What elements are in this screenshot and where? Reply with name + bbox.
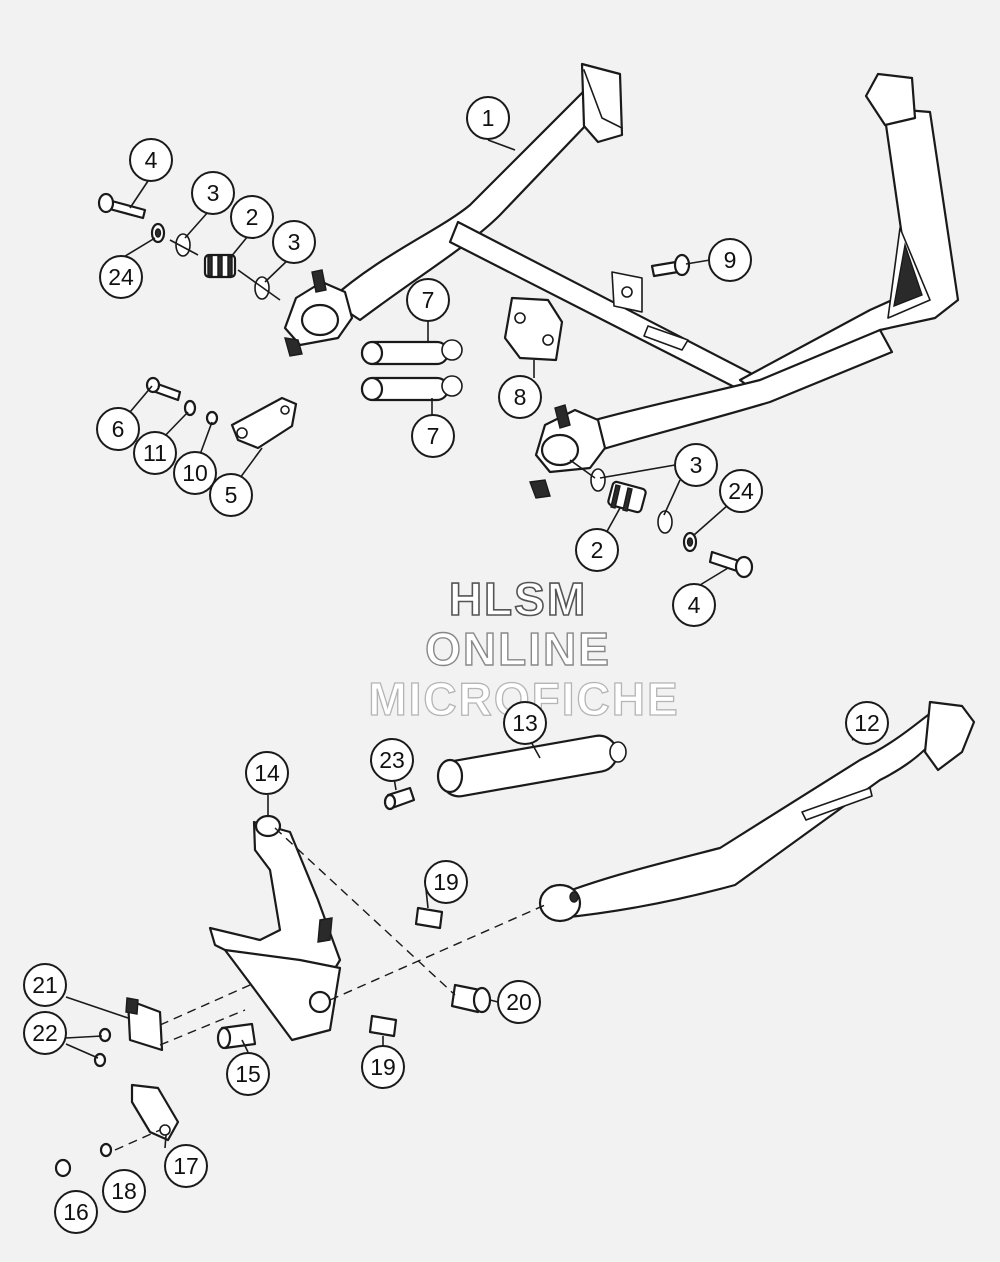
svg-text:2: 2 xyxy=(246,204,259,230)
svg-text:10: 10 xyxy=(182,460,208,486)
bolt-nine xyxy=(650,253,691,278)
right-pivot-hardware xyxy=(569,459,754,579)
callout-22: 22 xyxy=(23,1011,67,1055)
svg-text:3: 3 xyxy=(207,180,220,206)
svg-text:13: 13 xyxy=(512,710,538,736)
callout-1: 1 xyxy=(466,96,510,140)
side-stand-mount xyxy=(208,814,342,1042)
callout-19: 19 xyxy=(424,860,468,904)
svg-text:16: 16 xyxy=(63,1199,89,1225)
side-stand-leg xyxy=(538,700,976,923)
svg-text:22: 22 xyxy=(32,1020,58,1046)
lower-hardware xyxy=(54,906,492,1178)
callout-3: 3 xyxy=(191,171,235,215)
springs-pair xyxy=(360,339,463,402)
svg-text:4: 4 xyxy=(145,147,158,173)
svg-text:7: 7 xyxy=(427,423,440,449)
callout-10: 10 xyxy=(173,451,217,495)
callout-4: 4 xyxy=(129,138,173,182)
sensor-bracket-group xyxy=(145,376,298,450)
svg-text:24: 24 xyxy=(728,478,754,504)
callout-4: 4 xyxy=(672,583,716,627)
side-stand-spring xyxy=(436,734,627,798)
callout-11: 11 xyxy=(133,431,177,475)
callout-2: 2 xyxy=(575,528,619,572)
svg-text:12: 12 xyxy=(854,710,880,736)
callout-13: 13 xyxy=(503,701,547,745)
callout-24: 24 xyxy=(99,255,143,299)
callouts: 1 4 3 2 3 24 9 7 8 7 6 11 10 5 3 24 2 4 … xyxy=(23,96,889,1234)
svg-text:7: 7 xyxy=(422,287,435,313)
callout-17: 17 xyxy=(164,1144,208,1188)
svg-text:20: 20 xyxy=(506,989,532,1015)
callout-18: 18 xyxy=(102,1169,146,1213)
callout-9: 9 xyxy=(708,238,752,282)
watermark-line-1: HLSM xyxy=(449,573,587,625)
callout-14: 14 xyxy=(245,751,289,795)
svg-text:8: 8 xyxy=(514,384,527,410)
callout-21: 21 xyxy=(23,963,67,1007)
svg-text:9: 9 xyxy=(724,247,737,273)
callout-6: 6 xyxy=(96,407,140,451)
callout-3: 3 xyxy=(272,220,316,264)
callout-7: 7 xyxy=(411,414,455,458)
svg-text:5: 5 xyxy=(225,482,238,508)
svg-text:24: 24 xyxy=(108,264,134,290)
assembly-lines xyxy=(114,827,546,1151)
svg-text:14: 14 xyxy=(254,760,280,786)
callout-24: 24 xyxy=(719,469,763,513)
bracket-plate xyxy=(503,296,564,362)
svg-text:3: 3 xyxy=(288,229,301,255)
watermark-line-2: ONLINE xyxy=(425,623,611,675)
stud-twenty-three xyxy=(383,786,416,811)
callout-15: 15 xyxy=(226,1052,270,1096)
svg-text:4: 4 xyxy=(688,592,701,618)
svg-text:15: 15 xyxy=(235,1061,261,1087)
callout-16: 16 xyxy=(54,1190,98,1234)
callout-8: 8 xyxy=(498,375,542,419)
svg-text:19: 19 xyxy=(370,1054,396,1080)
svg-text:11: 11 xyxy=(143,440,167,466)
svg-text:23: 23 xyxy=(379,747,405,773)
svg-text:6: 6 xyxy=(112,416,125,442)
callout-2: 2 xyxy=(230,195,274,239)
callout-20: 20 xyxy=(497,980,541,1024)
svg-text:2: 2 xyxy=(591,537,604,563)
callout-5: 5 xyxy=(209,473,253,517)
callout-7: 7 xyxy=(406,278,450,322)
svg-text:17: 17 xyxy=(173,1153,199,1179)
svg-text:19: 19 xyxy=(433,869,459,895)
callout-19: 19 xyxy=(361,1045,405,1089)
callout-12: 12 xyxy=(845,701,889,745)
center-stand-frame xyxy=(283,62,960,499)
svg-text:3: 3 xyxy=(690,452,703,478)
svg-text:18: 18 xyxy=(111,1178,137,1204)
callout-23: 23 xyxy=(370,738,414,782)
left-pivot-hardware xyxy=(97,192,281,301)
svg-text:1: 1 xyxy=(482,105,495,131)
svg-text:21: 21 xyxy=(32,972,58,998)
callout-3: 3 xyxy=(674,443,718,487)
